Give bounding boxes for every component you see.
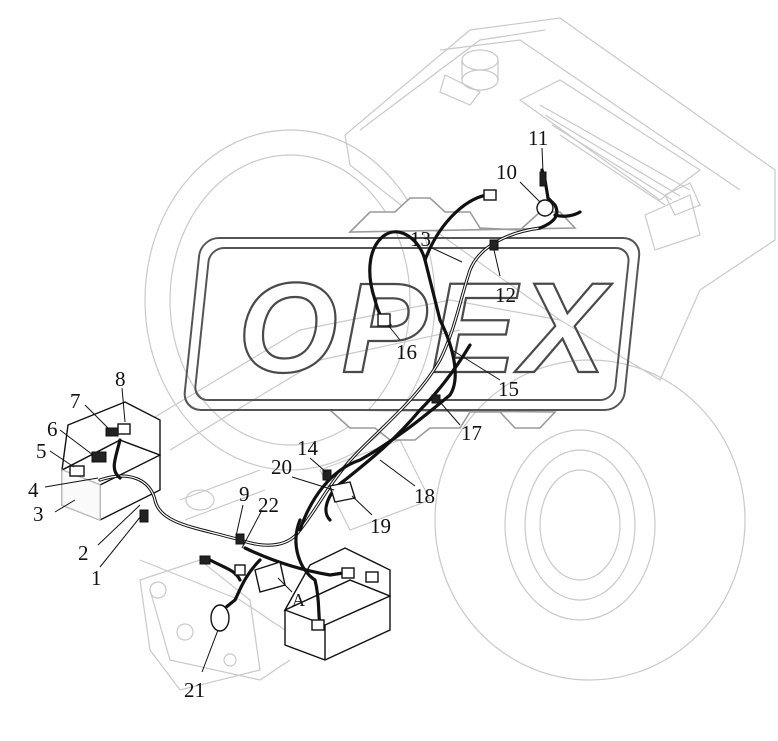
connector-7 (105, 427, 119, 437)
connector-battery-right-2 (365, 571, 379, 583)
battery-right (283, 547, 391, 661)
connector-rear (483, 189, 497, 201)
callout-1: 1 (91, 566, 102, 590)
horn-21 (210, 604, 230, 632)
connector-5 (69, 465, 85, 477)
watermark-text: OPEX (238, 257, 612, 400)
callout-17: 17 (461, 421, 482, 445)
callout-21: 21 (184, 678, 205, 702)
callout-2: 2 (78, 541, 89, 565)
clip-17 (431, 394, 441, 404)
callout-4: 4 (28, 478, 39, 502)
callout-11: 11 (528, 126, 548, 150)
clip-12 (489, 239, 499, 251)
callout-9: 9 (239, 482, 250, 506)
junction-19 (329, 481, 356, 503)
callout-5: 5 (36, 439, 47, 463)
connector-8 (117, 423, 131, 435)
callout-7: 7 (70, 389, 81, 413)
clip-22 (235, 533, 245, 545)
relay-10 (536, 199, 554, 217)
callout-6: 6 (47, 417, 58, 441)
callout-8: 8 (115, 367, 126, 391)
machine-outline (139, 17, 776, 691)
callout-12: 12 (495, 283, 516, 307)
connectors (69, 171, 554, 632)
connector-front (199, 555, 211, 565)
connector-mid (234, 564, 246, 576)
callout-20: 20 (271, 455, 292, 479)
connector-battery-right (341, 567, 355, 579)
callout-19: 19 (370, 514, 391, 538)
connector-battery-right-3 (311, 619, 325, 631)
callout-labels: 1 2 3 4 5 6 7 8 9 10 11 12 13 14 15 16 1… (28, 126, 548, 702)
callout-10: 10 (496, 160, 517, 184)
connector-14 (322, 469, 332, 481)
callout-14: 14 (297, 436, 319, 460)
connector-6 (91, 451, 107, 463)
callout-22: 22 (258, 493, 279, 517)
watermark: OPEX (183, 197, 641, 441)
callout-18: 18 (414, 484, 435, 508)
connector-1 (139, 509, 149, 523)
callout-16: 16 (396, 340, 417, 364)
leader-lines (44, 147, 544, 673)
callout-a: A (292, 590, 305, 610)
callout-13: 13 (410, 227, 431, 251)
callout-15: 15 (498, 377, 519, 401)
callout-3: 3 (33, 502, 44, 526)
fuse-box-a (254, 561, 286, 593)
battery-left (61, 401, 161, 521)
sensor-11 (539, 171, 547, 187)
connector-16 (377, 313, 391, 327)
